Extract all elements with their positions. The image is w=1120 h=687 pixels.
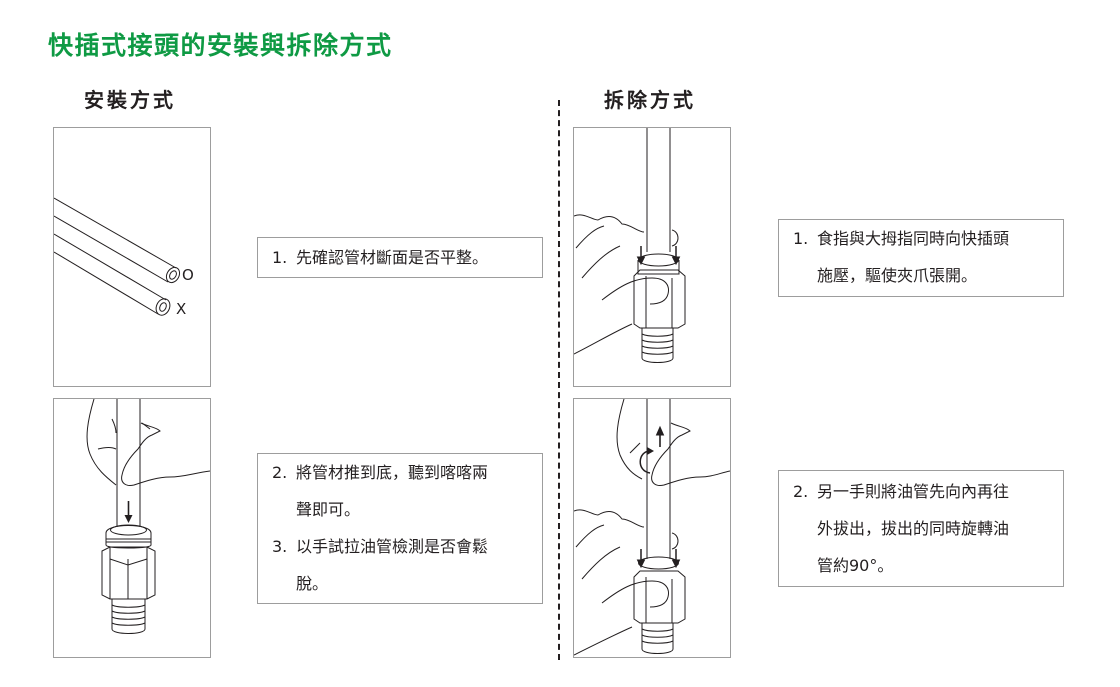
push-in-illustration <box>86 399 210 634</box>
step-text: 另一手則將油管先向內再往 <box>817 482 1010 501</box>
remove-step-1-box: 1. 食指與大拇指同時向快插頭 施壓，驅使夾爪張開。 <box>778 219 1064 297</box>
install-step-2: 2. 將管材推到底，聽到喀喀兩 聲即可。 <box>258 454 542 528</box>
remove-step-1: 1. 食指與大拇指同時向快插頭 施壓，驅使夾爪張開。 <box>779 220 1063 294</box>
install-steps-2-3-box: 2. 將管材推到底，聽到喀喀兩 聲即可。 3. 以手試拉油管檢測是否會鬆 脫。 <box>257 453 543 604</box>
step-number: 2. <box>793 482 809 501</box>
pull-out-illustration <box>574 399 730 656</box>
arrow-up-icon <box>655 425 665 447</box>
install-figure-push-in <box>53 398 211 658</box>
remove-step-2: 2. 另一手則將油管先向內再往 外拔出，拔出的同時旋轉油 管約90°。 <box>779 473 1063 584</box>
step-text: 施壓，驅使夾爪張開。 <box>817 266 978 285</box>
press-collet-illustration <box>574 128 686 363</box>
section-divider <box>558 100 560 660</box>
step-text: 脫。 <box>296 574 329 593</box>
step-text: 管約90°。 <box>817 556 894 575</box>
install-step-1: 1. 先確認管材斷面是否平整。 <box>258 238 542 277</box>
install-heading: 安裝方式 <box>84 88 176 112</box>
bad-cut-label: X <box>176 300 186 318</box>
page-title: 快插式接頭的安裝與拆除方式 <box>48 31 393 60</box>
step-text: 外拔出，拔出的同時旋轉油 <box>817 519 1010 538</box>
step-number: 3. <box>272 537 288 556</box>
pipe-ends-illustration: O X <box>54 197 194 318</box>
arrow-down-icon <box>636 549 681 569</box>
install-step-1-box: 1. 先確認管材斷面是否平整。 <box>257 237 543 278</box>
step-text: 以手試拉油管檢測是否會鬆 <box>296 537 489 556</box>
remove-figure-pull-out <box>573 398 731 658</box>
good-cut-label: O <box>182 266 194 284</box>
step-number: 1. <box>793 229 809 248</box>
install-figure-pipe-ends: O X <box>53 127 211 387</box>
step-text: 將管材推到底，聽到喀喀兩 <box>296 463 489 482</box>
remove-step-2-box: 2. 另一手則將油管先向內再往 外拔出，拔出的同時旋轉油 管約90°。 <box>778 470 1064 587</box>
step-number: 2. <box>272 463 288 482</box>
remove-figure-press-collet <box>573 127 731 387</box>
step-text: 聲即可。 <box>296 500 361 519</box>
arrow-down-icon <box>636 246 681 266</box>
step-text: 食指與大拇指同時向快插頭 <box>817 229 1010 248</box>
rotate-icon <box>647 447 654 455</box>
arrow-down-icon <box>124 501 133 523</box>
remove-heading: 拆除方式 <box>604 88 696 112</box>
step-number: 1. <box>272 248 288 267</box>
install-step-3: 3. 以手試拉油管檢測是否會鬆 脫。 <box>258 528 542 602</box>
step-text: 先確認管材斷面是否平整。 <box>296 248 489 267</box>
